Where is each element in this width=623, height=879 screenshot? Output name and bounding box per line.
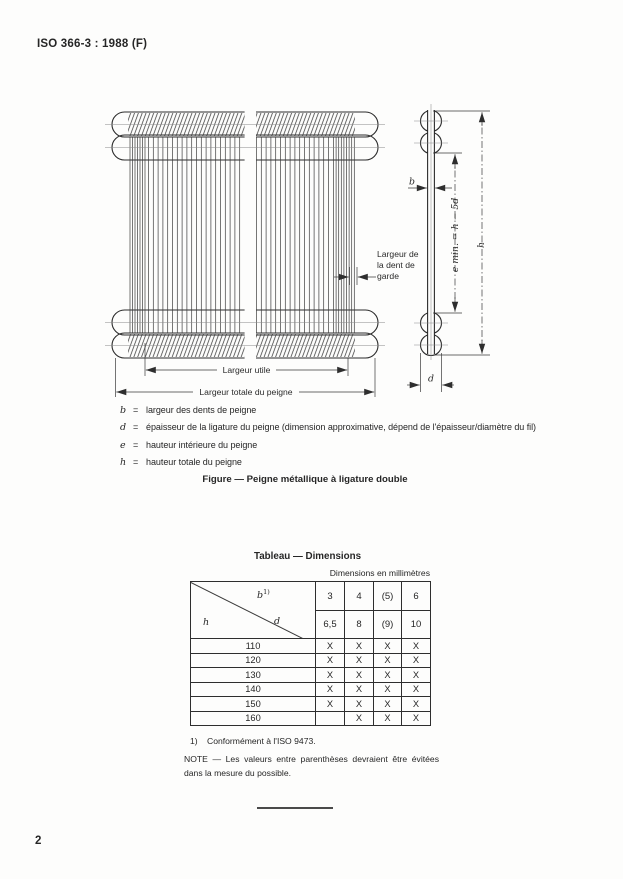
table-footnote: 1) Conformément à l'ISO 9473.	[190, 736, 316, 746]
corner-var-d: d	[274, 616, 281, 627]
legend-item-e: e = hauteur intérieure du peigne	[120, 439, 258, 451]
h-value: 150	[190, 696, 316, 712]
table-header-row-b: b1) d h 3 4 (5) 6	[190, 581, 431, 639]
table-corner-cell: b1) d h	[190, 581, 316, 639]
mark: X	[344, 667, 374, 683]
figure-caption: Figure — Peigne métallique à ligature do…	[202, 474, 408, 485]
legend-item-b: b = largeur des dents de peigne	[120, 405, 257, 416]
mark: X	[315, 652, 345, 668]
legend-text: hauteur intérieure du peigne	[146, 439, 258, 450]
table-row: 130 X X X X	[190, 667, 431, 683]
figure-drawing: Largeur de la dent de garde Largeur util…	[105, 104, 490, 397]
b-value: 3	[315, 581, 345, 611]
reed-teeth	[129, 137, 355, 333]
mark: X	[315, 638, 345, 654]
d-value: 10	[401, 610, 431, 639]
legend-text: largeur des dents de peigne	[146, 405, 257, 415]
mark: X	[373, 681, 402, 697]
d-dimension: d	[407, 353, 454, 392]
table-units-note: Dimensions en millimètres	[329, 568, 430, 578]
table-row: 110 X X X X	[190, 638, 431, 654]
dimensions-table: b1) d h 3 4 (5) 6 6,5 8 (9) 10 110 X X X	[190, 581, 431, 726]
d-label: d	[428, 374, 434, 385]
h-value: 130	[190, 667, 316, 683]
mark: X	[344, 710, 374, 726]
d-value: 8	[344, 610, 374, 639]
b-dimension: b	[408, 177, 452, 192]
b-value: 4	[344, 581, 374, 611]
footnote-text: Conformément à l'ISO 9473.	[207, 736, 316, 746]
drawing-break-gap	[244, 105, 256, 365]
table-note: NOTE — Les valeurs entre parenthèses dev…	[184, 754, 439, 778]
e-min-label: e min. = h − 5d	[450, 198, 461, 272]
table-title: Tableau — Dimensions	[253, 551, 362, 562]
mark: X	[344, 696, 374, 712]
h-value: 140	[190, 681, 316, 697]
figure-legend: b = largeur des dents de peigne d = épai…	[120, 405, 590, 475]
legend-symbol: e	[120, 439, 126, 451]
footnote-marker: 1)	[190, 736, 198, 746]
b-value: 6	[401, 581, 431, 611]
table-row: 150 X X X X	[190, 696, 431, 712]
legend-symbol: h	[120, 457, 127, 469]
legend-text: hauteur totale du peigne	[146, 457, 242, 468]
corner-diagonal	[191, 582, 308, 638]
largeur-utile-dimension: Largeur utile	[144, 343, 349, 376]
mark: X	[373, 710, 402, 726]
d-value: 6,5	[315, 610, 345, 639]
mark: X	[401, 710, 431, 726]
mark: X	[315, 681, 345, 697]
guard-tooth-label: Largeur de	[377, 249, 419, 259]
h-value: 110	[190, 638, 316, 654]
page-number: 2	[35, 835, 42, 847]
e-min-dimension: e min. = h − 5d	[433, 152, 462, 314]
mark: X	[344, 652, 374, 668]
side-view	[414, 104, 448, 360]
mark: X	[401, 638, 431, 654]
mark: X	[315, 667, 345, 683]
mark: X	[344, 638, 374, 654]
legend-symbol: d	[120, 422, 127, 434]
mark: X	[373, 696, 402, 712]
corner-var-h: h	[203, 617, 210, 628]
largeur-totale-label: Largeur totale du peigne	[199, 387, 292, 397]
mark: X	[401, 652, 431, 668]
legend-symbol: b	[120, 405, 127, 416]
mark: X	[344, 681, 374, 697]
d-value: (9)	[373, 610, 402, 639]
corner-var-b: b1)	[257, 588, 270, 602]
table-row: 140 X X X X	[190, 681, 431, 697]
largeur-utile-label: Largeur utile	[223, 365, 271, 375]
page-header: ISO 366-3 : 1988 (F)	[37, 38, 148, 50]
mark: X	[373, 667, 402, 683]
svg-text:garde: garde	[377, 271, 399, 281]
footer-separator	[257, 807, 333, 809]
mark: X	[401, 667, 431, 683]
mark	[315, 710, 345, 726]
mark: X	[401, 681, 431, 697]
legend-text: épaisseur de la ligature du peigne (dime…	[146, 422, 537, 433]
legend-item-h: h = hauteur totale du peigne	[120, 457, 242, 469]
b-label: b	[409, 177, 415, 188]
table-row: 160 X X X	[190, 710, 431, 726]
front-view	[105, 105, 385, 365]
h-value: 120	[190, 652, 316, 668]
h-value: 160	[190, 710, 316, 726]
table-header-row-d: 6,5 8 (9) 10	[191, 610, 431, 639]
b-value: (5)	[373, 581, 402, 611]
h-dimension: h	[433, 110, 490, 356]
mark: X	[401, 696, 431, 712]
svg-text:la dent de: la dent de	[377, 260, 415, 270]
h-label: h	[476, 242, 487, 248]
mark: X	[373, 652, 402, 668]
legend-item-d: d = épaisseur de la ligature du peigne (…	[120, 422, 537, 434]
guard-tooth-dimension: Largeur de la dent de garde	[334, 249, 419, 285]
table-row: 120 X X X X	[190, 652, 431, 668]
largeur-totale-dimension: Largeur totale du peigne	[115, 358, 376, 397]
mark: X	[373, 638, 402, 654]
mark: X	[315, 696, 345, 712]
